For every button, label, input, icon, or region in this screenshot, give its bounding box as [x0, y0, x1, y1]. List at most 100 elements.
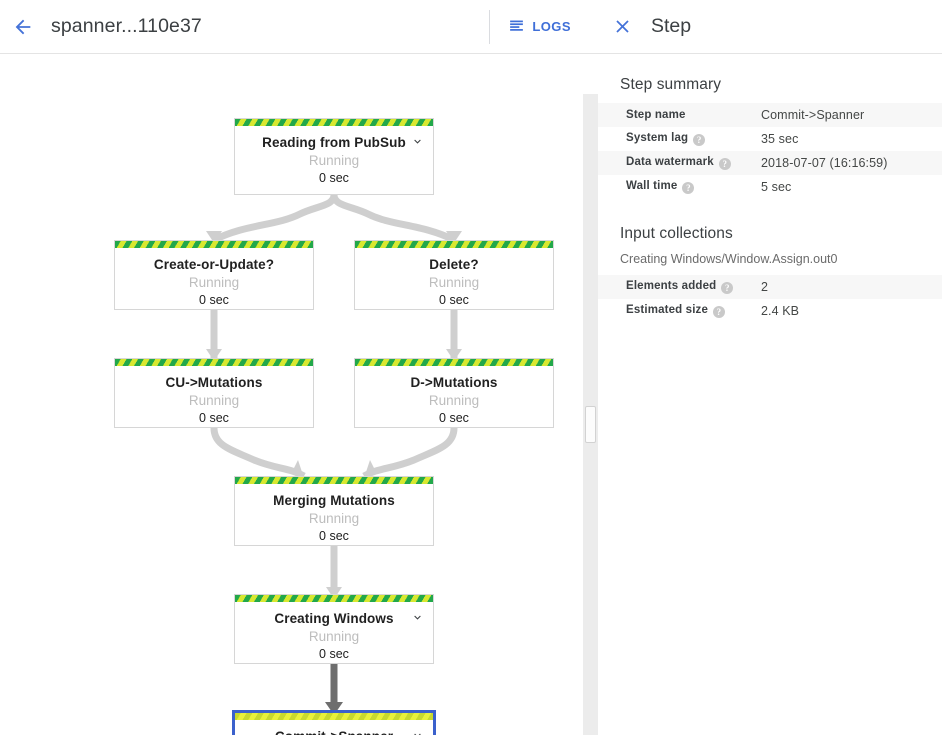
- logs-button[interactable]: LOGS: [504, 11, 581, 43]
- node-title: Commit->Spanner: [241, 728, 427, 735]
- node-elapsed-time: 0 sec: [439, 293, 469, 307]
- row-value: 2018-07-07 (16:16:59): [761, 156, 888, 170]
- section-spacer: [598, 199, 942, 225]
- row-key: Wall time?: [598, 175, 760, 199]
- graph-vertical-scrollbar-thumb[interactable]: [585, 406, 596, 443]
- node-status-label: Running: [188, 393, 240, 408]
- node-status-label: Running: [308, 153, 360, 168]
- top-app-bar: spanner...110e37 LOGS: [0, 0, 598, 54]
- table-row: Estimated size?2.4 KB: [598, 299, 942, 323]
- node-status-stripe: [355, 241, 553, 248]
- node-title: Delete?: [429, 257, 479, 272]
- graph-pane: spanner...110e37 LOGS: [0, 0, 598, 735]
- logs-button-label: LOGS: [532, 19, 571, 34]
- input-collection-name: Creating Windows/Window.Assign.out0: [620, 252, 838, 266]
- input-collections-heading: Input collections: [620, 225, 733, 242]
- node-status-stripe: [115, 359, 313, 366]
- step-panel-title: Step: [651, 15, 692, 37]
- subject-list-icon: [508, 17, 525, 37]
- node-body: Create-or-Update? Running 0 sec: [115, 248, 313, 318]
- arrow-back-icon[interactable]: [0, 0, 46, 54]
- node-status-label: Running: [308, 511, 360, 526]
- table-row: Wall time?5 sec: [598, 175, 942, 199]
- node-elapsed-time: 0 sec: [439, 411, 469, 425]
- page-title: spanner...110e37: [51, 15, 202, 37]
- step-summary-heading: Step summary: [620, 76, 722, 93]
- help-icon[interactable]: ?: [693, 134, 706, 146]
- help-icon[interactable]: ?: [718, 158, 731, 170]
- table-row: System lag?35 sec: [598, 127, 942, 151]
- chevron-down-icon[interactable]: [411, 729, 424, 735]
- node-elapsed-time: 0 sec: [199, 293, 229, 307]
- node-status-label: Running: [308, 629, 360, 644]
- row-key-label: Elements added: [626, 280, 717, 292]
- row-value: Commit->Spanner: [761, 108, 865, 122]
- row-key: Step name: [598, 103, 760, 127]
- chevron-down-icon[interactable]: [411, 611, 424, 624]
- node-status-stripe: [115, 241, 313, 248]
- node-title: D->Mutations: [410, 375, 498, 390]
- node-status-label: Running: [188, 275, 240, 290]
- row-key: Elements added?: [598, 275, 760, 299]
- row-value: 2: [761, 280, 769, 294]
- node-title: Creating Windows: [274, 611, 394, 626]
- chevron-down-icon[interactable]: [411, 135, 424, 148]
- row-key-label: System lag: [626, 132, 689, 144]
- node-status-stripe: [235, 713, 433, 720]
- help-icon[interactable]: ?: [682, 182, 695, 194]
- step-details-panel: Step Step summary Step name Commit->Spann…: [598, 0, 942, 735]
- table-row: Elements added?2: [598, 275, 942, 299]
- table-row: Data watermark?2018-07-07 (16:16:59): [598, 151, 942, 175]
- row-value: 2.4 KB: [761, 304, 800, 318]
- row-key: System lag?: [598, 127, 760, 151]
- node-title: Create-or-Update?: [153, 257, 275, 272]
- table-row: Step name Commit->Spanner: [598, 103, 942, 127]
- node-elapsed-time: 0 sec: [319, 647, 349, 661]
- top-app-bar-actions: LOGS: [489, 0, 598, 54]
- node-status-stripe: [235, 119, 433, 126]
- node-status-stripe: [235, 477, 433, 484]
- graph-node-delete[interactable]: Delete? Running 0 sec: [354, 240, 554, 310]
- row-key-label: Estimated size: [626, 304, 708, 316]
- close-icon[interactable]: [598, 0, 646, 54]
- row-key-label: Step name: [626, 109, 686, 121]
- node-elapsed-time: 0 sec: [199, 411, 229, 425]
- help-icon[interactable]: ?: [713, 306, 725, 318]
- graph-node-commit-spanner[interactable]: Commit->SpannerPart running5 sec: [232, 710, 436, 735]
- node-elapsed-time: 0 sec: [319, 529, 349, 543]
- toolbar-divider: [489, 9, 491, 44]
- row-key: Estimated size?: [598, 299, 760, 323]
- step-panel-header: Step: [598, 0, 942, 54]
- node-title: Merging Mutations: [273, 493, 395, 508]
- node-elapsed-time: 0 sec: [319, 171, 349, 185]
- graph-node-create-or-update[interactable]: Create-or-Update? Running 0 sec: [114, 240, 314, 310]
- node-body: Commit->SpannerPart running5 sec: [235, 720, 433, 735]
- node-title: CU->Mutations: [165, 375, 263, 390]
- row-value: 35 sec: [761, 132, 799, 146]
- help-icon[interactable]: ?: [721, 282, 734, 294]
- node-status-stripe: [355, 359, 553, 366]
- node-status-label: Running: [428, 275, 480, 290]
- row-key-label: Wall time: [626, 180, 678, 192]
- node-body: Delete? Running 0 sec: [355, 248, 553, 318]
- node-status-label: Running: [428, 393, 480, 408]
- row-key-label: Data watermark: [626, 156, 714, 168]
- node-status-stripe: [235, 595, 433, 602]
- row-key: Data watermark?: [598, 151, 760, 175]
